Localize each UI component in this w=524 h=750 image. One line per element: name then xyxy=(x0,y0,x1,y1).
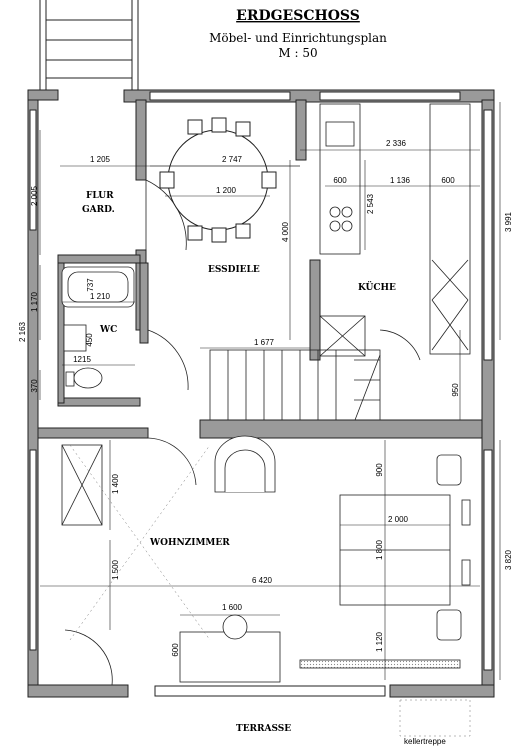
dim-600-kitchen-right: 600 xyxy=(441,176,455,185)
room-kueche-label: KÜCHE xyxy=(358,280,396,293)
dim-600-kitchen-left: 600 xyxy=(333,176,347,185)
dim-2747: 2 747 xyxy=(222,155,243,164)
dim-1400: 1 400 xyxy=(111,473,120,494)
living-guide-lines xyxy=(69,444,471,737)
dim-2000: 2 000 xyxy=(388,515,409,524)
room-gard-label: GARD. xyxy=(82,205,115,215)
dim-2163: 2 163 xyxy=(18,321,27,342)
dim-2336: 2 336 xyxy=(386,139,407,148)
exterior-stair xyxy=(39,0,139,90)
bathroom-fixtures xyxy=(61,266,135,389)
room-wc-label: WC xyxy=(99,325,117,335)
dim-450: 450 xyxy=(85,333,94,347)
living-furniture xyxy=(61,435,471,683)
dim-1500: 1 500 xyxy=(111,559,120,580)
dim-1200: 1 200 xyxy=(216,186,237,195)
dim-950: 950 xyxy=(451,383,460,397)
dim-737: 737 xyxy=(86,278,95,292)
dim-1170: 1 170 xyxy=(30,291,39,312)
dining-table xyxy=(159,117,277,243)
dim-1677: 1 677 xyxy=(254,338,275,347)
dim-1120: 1 120 xyxy=(375,631,384,652)
plan-scale: M : 50 xyxy=(278,46,317,60)
terrasse-label: TERRASSE xyxy=(236,724,291,734)
interior-stair xyxy=(209,349,381,421)
dim-370: 370 xyxy=(30,379,39,393)
plan-title: ERDGESCHOSS xyxy=(236,8,360,24)
dim-1600: 1 600 xyxy=(222,603,243,612)
kellertreppe-label: kellertreppe xyxy=(404,737,446,746)
dim-900: 900 xyxy=(375,463,384,477)
dim-2543: 2 543 xyxy=(366,193,375,214)
dim-1210: 1 210 xyxy=(90,292,111,301)
room-flur-label: FLUR xyxy=(86,191,114,201)
dim-1215: 1215 xyxy=(73,355,91,364)
room-wohnzimmer-label: WOHNZIMMER xyxy=(149,538,230,548)
dim-600-table: 600 xyxy=(171,643,180,657)
dim-2005: 2 005 xyxy=(30,185,39,206)
windows xyxy=(29,91,493,697)
dim-3991: 3 991 xyxy=(504,211,513,232)
kitchen xyxy=(319,103,471,357)
dim-1800: 1 800 xyxy=(375,539,384,560)
dim-4000: 4 000 xyxy=(281,221,290,242)
dim-6420: 6 420 xyxy=(252,576,273,585)
dim-3820: 3 820 xyxy=(504,549,513,570)
room-essdiele-label: ESSDIELE xyxy=(208,265,260,275)
dim-1136: 1 136 xyxy=(390,176,411,185)
dimension-lines xyxy=(27,102,501,680)
dim-1205: 1 205 xyxy=(90,155,111,164)
plan-subtitle: Möbel- und Einrichtungsplan xyxy=(209,31,387,45)
